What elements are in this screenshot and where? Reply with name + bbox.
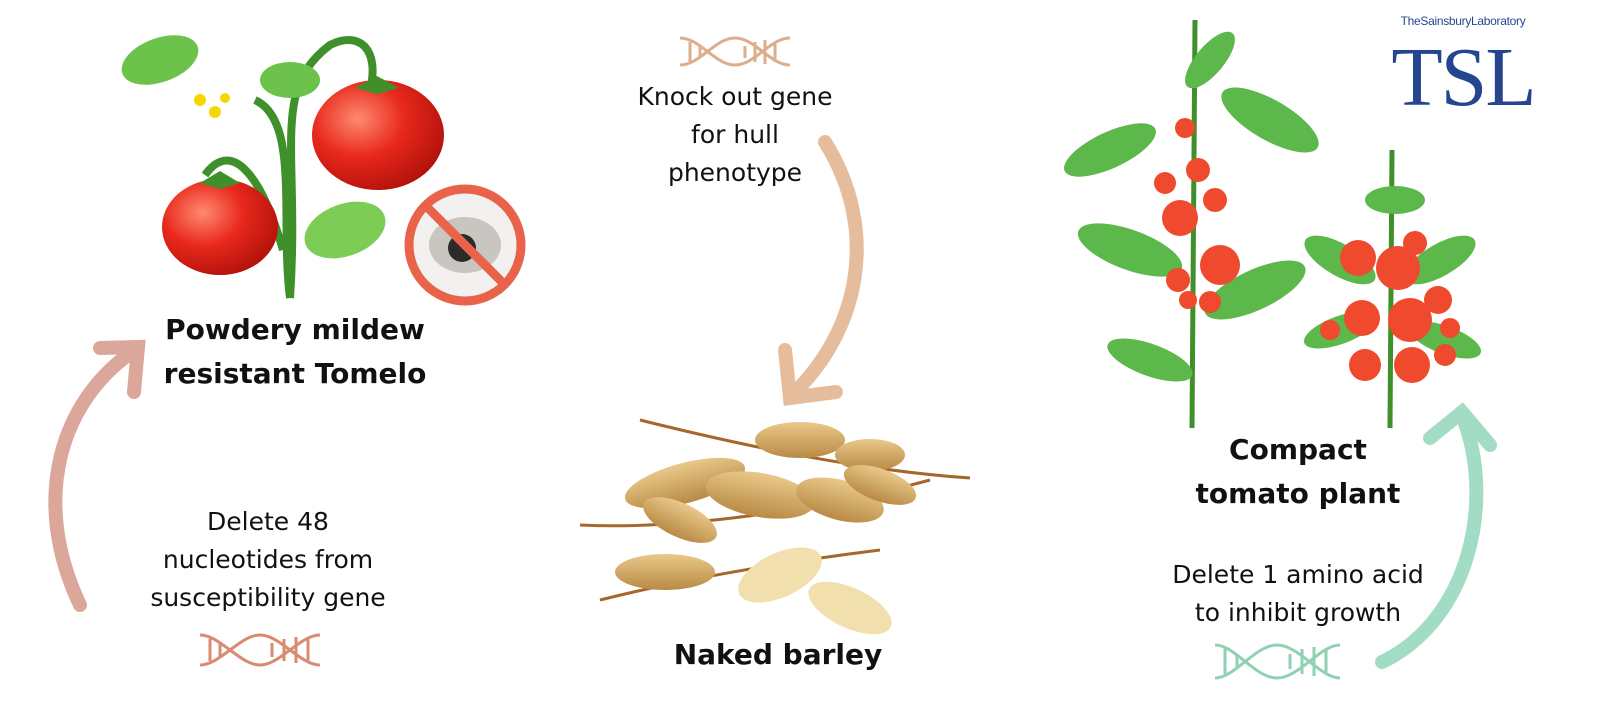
text-line: phenotype: [667, 158, 803, 187]
no-mildew-icon: [404, 184, 526, 306]
arrow-icon-left: [48, 339, 146, 612]
logo-subtitle: TheSainsburyLaboratory: [1400, 14, 1526, 28]
text-line: Powdery mildew: [165, 313, 425, 346]
tomato-edit-text: Delete 1 amino acid to inhibit growth: [1148, 556, 1448, 632]
text-line: nucleotides from: [162, 545, 374, 574]
arrow-icon-right: [1375, 402, 1497, 669]
text-line: Delete 1 amino acid: [1172, 560, 1424, 589]
text-line: Compact: [1229, 433, 1367, 466]
text-line: Knock out gene: [637, 82, 833, 111]
tsl-logo: TheSainsburyLaboratory TSL: [1370, 12, 1556, 126]
tomelo-title: Powdery mildew resistant Tomelo: [120, 308, 470, 396]
dna-icon-left: [199, 633, 321, 667]
barley-title: Naked barley: [673, 638, 883, 671]
text-line: resistant Tomelo: [163, 357, 427, 390]
logo-mark: TSL: [1391, 31, 1536, 124]
arrow-icon-middle: [778, 135, 864, 406]
barley-edit-text: Knock out gene for hull phenotype: [585, 78, 885, 192]
text-line: to inhibit growth: [1194, 598, 1402, 627]
dna-icon-right: [1214, 643, 1341, 680]
text-line: for hull: [691, 120, 779, 149]
text-line: tomato plant: [1195, 477, 1401, 510]
dna-icon-top: [679, 36, 791, 67]
barley-icon: [579, 418, 971, 635]
tomato-title: Compact tomato plant: [1148, 428, 1448, 516]
tomato-icon: [121, 35, 444, 299]
tomelo-edit-text: Delete 48 nucleotides from susceptibilit…: [118, 503, 418, 617]
text-line: Delete 48: [207, 507, 329, 536]
tomato-plant-icon: [1064, 19, 1482, 429]
text-line: susceptibility gene: [150, 583, 386, 612]
